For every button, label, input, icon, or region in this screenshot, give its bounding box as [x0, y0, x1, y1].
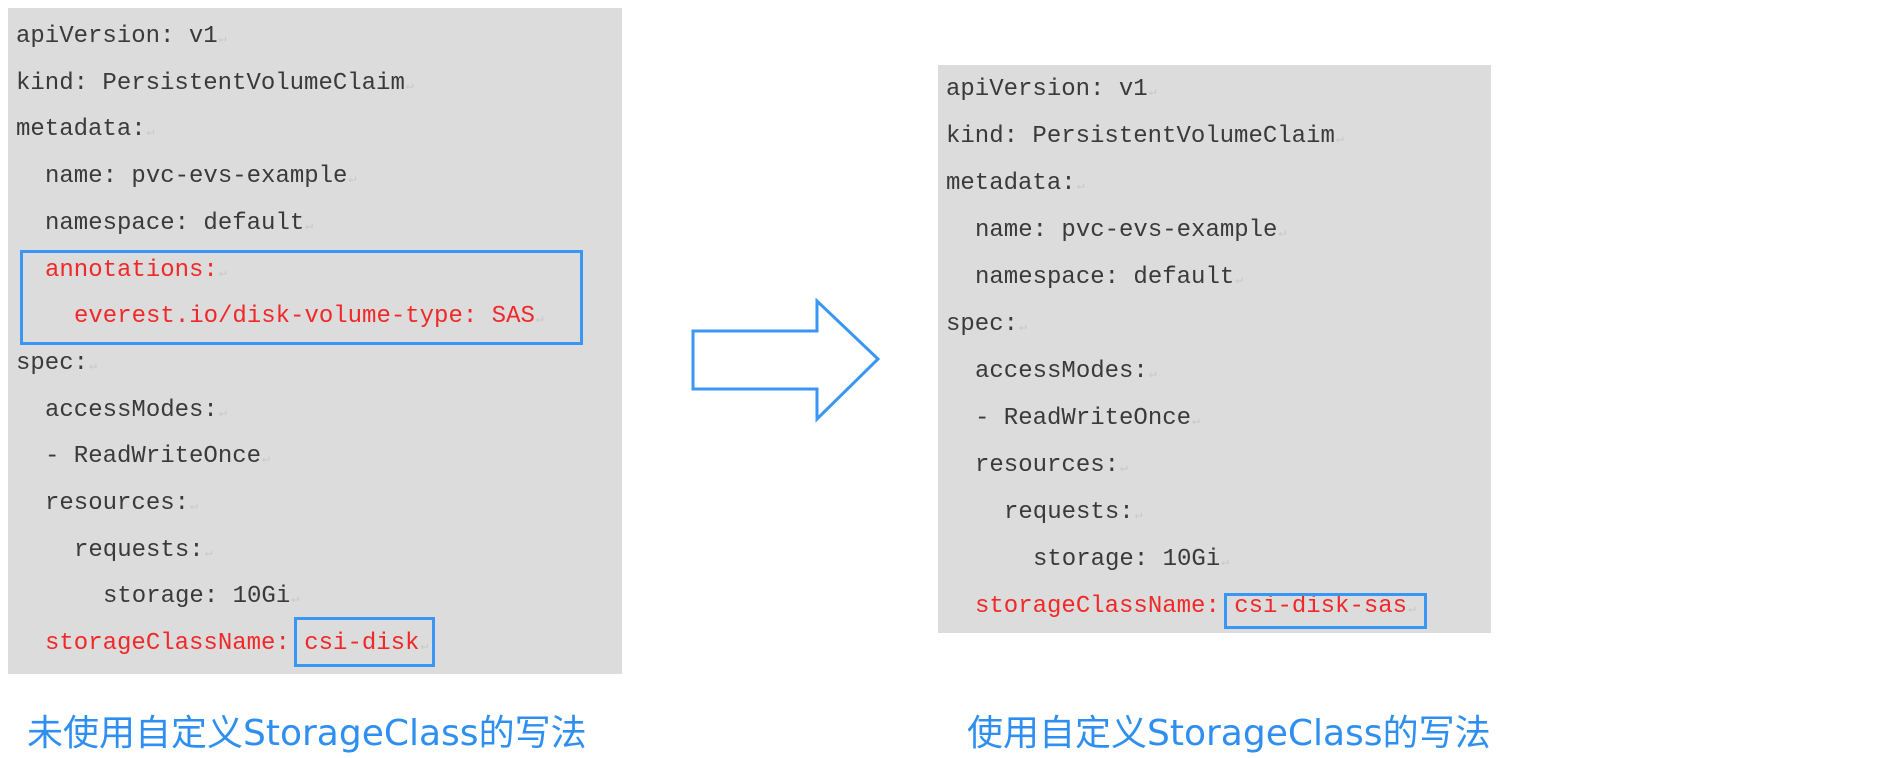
code-line: storage: 10Gi	[103, 582, 299, 612]
code-line: name: pvc-evs-example	[45, 162, 356, 192]
code-line: metadata:	[16, 115, 154, 145]
code-line: - ReadWriteOnce	[45, 442, 270, 472]
code-line: annotations:	[45, 256, 227, 286]
code-line: apiVersion: v1	[946, 75, 1156, 105]
code-line: - ReadWriteOnce	[975, 404, 1200, 434]
code-line: namespace: default	[975, 263, 1243, 293]
csi-disk-sas-highlight-box	[1224, 593, 1427, 629]
code-line: requests:	[74, 536, 212, 566]
yaml-code-block-before: apiVersion: v1 kind: PersistentVolumeClai…	[8, 8, 622, 674]
code-line: namespace: default	[45, 209, 313, 239]
yaml-code-block-after: apiVersion: v1 kind: PersistentVolumeClai…	[938, 65, 1491, 633]
left-caption: 未使用自定义StorageClass的写法	[27, 713, 587, 754]
code-line: resources:	[45, 489, 198, 519]
code-line: accessModes:	[975, 357, 1157, 387]
code-line: spec:	[946, 310, 1027, 340]
code-line: storageClassName: csi-disk-sas	[975, 592, 1416, 622]
code-line: accessModes:	[45, 396, 227, 426]
right-arrow-icon	[691, 298, 881, 423]
csi-disk-highlight-box	[294, 617, 435, 667]
annotations-highlight-box	[20, 250, 583, 345]
code-line: metadata:	[946, 169, 1084, 199]
code-line: resources:	[975, 451, 1128, 481]
code-line: everest.io/disk-volume-type: SAS	[74, 302, 544, 332]
code-line: storageClassName: csi-disk	[45, 629, 428, 659]
right-caption: 使用自定义StorageClass的写法	[967, 713, 1491, 754]
code-line: storage: 10Gi	[1033, 545, 1229, 575]
code-line: kind: PersistentVolumeClaim	[946, 122, 1344, 152]
code-line: requests:	[1004, 498, 1142, 528]
code-line: apiVersion: v1	[16, 22, 226, 52]
code-line: name: pvc-evs-example	[975, 216, 1286, 246]
code-line: kind: PersistentVolumeClaim	[16, 69, 414, 99]
code-line: spec:	[16, 349, 97, 379]
